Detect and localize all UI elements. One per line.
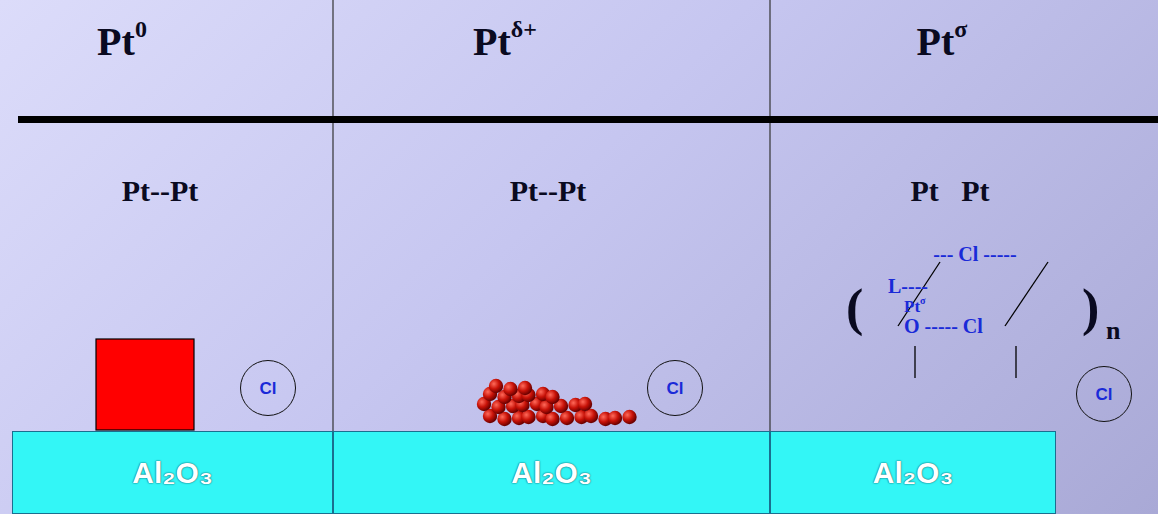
formula-label: Ptσ	[917, 22, 968, 62]
element-symbol: Cl	[1096, 386, 1113, 403]
element-symbol: Cl	[260, 380, 277, 397]
formula-text: Pt Pt	[910, 174, 989, 207]
formula-text: L----	[888, 275, 928, 297]
formula-text: Pt	[917, 19, 955, 64]
oxidation-state: σ	[954, 16, 967, 42]
formula-text: n	[1106, 316, 1120, 345]
formula-text: Pt--Pt	[510, 174, 587, 207]
formula-label: L----	[888, 276, 928, 296]
support-name: Al₂O₃	[511, 458, 592, 488]
oxidation-state: 0	[135, 16, 147, 42]
support-name: Al₂O₃	[132, 458, 213, 488]
bond-line	[1015, 346, 1016, 378]
chlorine-circle: Cl	[240, 360, 296, 416]
formula-label: (	[846, 282, 863, 334]
pt-atom	[489, 379, 503, 393]
formula-text: Pt--Pt	[122, 174, 199, 207]
formula-text: )	[1082, 279, 1099, 336]
formula-text: Pt	[97, 19, 135, 64]
pt-atom	[503, 382, 517, 396]
formula-label: )	[1082, 282, 1099, 334]
formula-label: n	[1106, 318, 1120, 344]
support-bar: Al₂O₃	[333, 431, 770, 514]
formula-label: --- Cl -----	[933, 244, 1016, 264]
formula-text: Pt	[473, 19, 511, 64]
formula-label: Pt--Pt	[510, 176, 587, 206]
bond-line	[914, 346, 915, 378]
pt-atom	[578, 397, 592, 411]
pt-crystal	[96, 339, 194, 430]
column-divider	[769, 0, 770, 432]
pt-atom	[622, 410, 636, 424]
formula-label: Ptσ	[904, 298, 926, 315]
support-bar: Al₂O₃	[770, 431, 1056, 514]
pt-atom	[608, 411, 622, 425]
formula-label: Ptδ+	[473, 22, 537, 62]
column-divider	[332, 0, 333, 432]
formula-text: (	[846, 279, 863, 336]
support-bar: Al₂O₃	[12, 431, 333, 514]
formula-text: --- Cl -----	[933, 243, 1016, 265]
pt-atom	[545, 390, 559, 404]
formula-label: Pt0	[97, 22, 147, 62]
element-symbol: Cl	[667, 380, 684, 397]
pt-atom	[518, 381, 532, 395]
formula-text: O ----- Cl	[904, 315, 983, 337]
chlorine-circle: Cl	[1076, 366, 1132, 422]
chlorine-circle: Cl	[647, 360, 703, 416]
oxidation-state: δ+	[511, 16, 537, 42]
formula-label: Pt--Pt	[122, 176, 199, 206]
oxidation-state: σ	[920, 295, 926, 306]
support-name: Al₂O₃	[873, 458, 954, 488]
formula-label: O ----- Cl	[904, 316, 983, 336]
bond-line	[1005, 262, 1048, 326]
pt-cluster	[477, 379, 637, 426]
formula-text: Pt	[904, 297, 920, 316]
formula-label: Pt Pt	[910, 176, 989, 206]
header-rule	[18, 116, 1158, 123]
